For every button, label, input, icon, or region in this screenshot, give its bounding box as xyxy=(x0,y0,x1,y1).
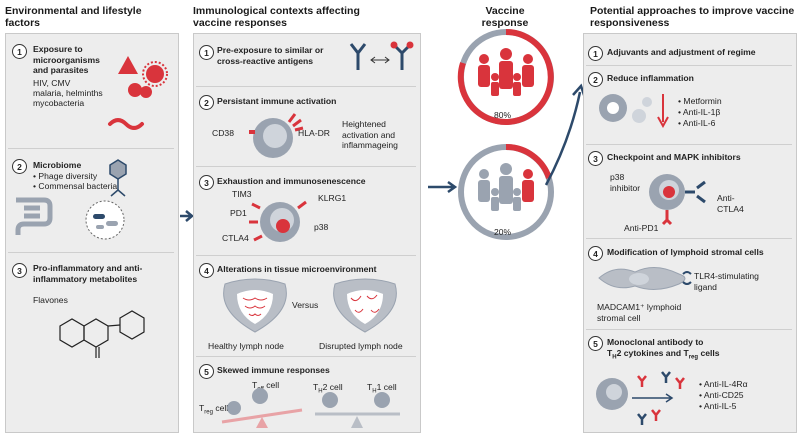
right-s4-tlr4: TLR4-stimulating ligand xyxy=(694,271,759,292)
mid-s4-title: Alterations in tissue microenvironment xyxy=(217,264,377,274)
right-s4-madcam: MADCAM1⁺ lymphoid stromal cell xyxy=(597,302,682,323)
mid-s3-klrg1: KLRG1 xyxy=(318,193,347,203)
arrow-middle-to-vaccine xyxy=(428,180,458,194)
right-divider-4 xyxy=(586,329,792,330)
mid-s3-pd1: PD1 xyxy=(230,208,247,218)
activated-cell-icon xyxy=(249,113,304,158)
left-s1-title: Exposure to microorganisms and parasites xyxy=(33,44,100,75)
bacteria-zoom-icon xyxy=(85,200,125,240)
checkpoint-cell-icon xyxy=(649,174,706,226)
left-step-1-number: 1 xyxy=(12,44,27,59)
inflammation-cells-icon xyxy=(599,94,669,129)
mid-step-1-number: 1 xyxy=(199,45,214,60)
panel-immunological xyxy=(193,33,421,433)
right-step-5-number: 5 xyxy=(588,336,603,351)
right-step-1-number: 1 xyxy=(588,46,603,61)
arrow-left-to-middle xyxy=(180,210,194,222)
left-s1-line-1: HIV, CMV xyxy=(33,78,71,88)
right-s5-title-line-2: TH2 cytokines and Treg cells xyxy=(607,348,720,361)
left-s3-sub: Flavones xyxy=(33,295,68,305)
mid-divider-2 xyxy=(196,166,416,167)
right-s3-title: Checkpoint and MAPK inhibitors xyxy=(607,152,741,162)
mid-s3-title: Exhaustion and immunosenescence xyxy=(217,176,366,186)
right-s5-item-1: Anti-IL-4Rα xyxy=(699,379,748,390)
left-divider-1 xyxy=(8,148,174,149)
left-s2-item-2: Commensal bacteria xyxy=(33,181,117,192)
left-step-2-number: 2 xyxy=(12,159,27,174)
mid-s5-treg-label: Treg cell xyxy=(199,403,229,416)
header-environmental: Environmental and lifestyle factors xyxy=(5,5,142,29)
mid-s5-title: Skewed immune responses xyxy=(217,365,330,375)
mid-s2-note: Heightened activation and inflammageing xyxy=(342,119,398,150)
right-s2-item-3: Anti-IL-6 xyxy=(678,118,715,129)
left-s2-item-1: Phage diversity xyxy=(33,171,97,182)
vaccine-bottom-percent: 20% xyxy=(494,227,512,237)
right-s2-item-1: Metformin xyxy=(678,96,721,107)
right-s4-title: Modification of lymphoid stromal cells xyxy=(607,247,764,257)
vaccine-top-percent: 80% xyxy=(494,110,512,120)
mid-divider-1 xyxy=(196,86,416,87)
right-s2-title: Reduce inflammation xyxy=(607,73,694,83)
intestine-icon xyxy=(15,197,53,235)
mid-s3-tim3: TIM3 xyxy=(232,189,252,199)
left-s2-title: Microbiome xyxy=(33,160,82,170)
mid-step-5-number: 5 xyxy=(199,364,214,379)
left-step-3-number: 3 xyxy=(12,263,27,278)
mid-divider-3 xyxy=(196,255,416,256)
right-s3-ctla4: Anti-CTLA4 xyxy=(717,193,744,214)
header-immunological: Immunological contexts affecting vaccine… xyxy=(193,5,360,29)
mid-s3-ctla4: CTLA4 xyxy=(222,233,249,243)
left-s1-line-3: mycobacteria xyxy=(33,98,85,108)
right-s2-item-2: Anti-IL-1β xyxy=(678,107,720,118)
mid-s4-disrupted: Disrupted lymph node xyxy=(319,341,403,351)
left-s1-line-2: malaria, helminths xyxy=(33,88,103,98)
antibody-cell-icon xyxy=(596,371,685,425)
mid-s5-th1-label: TH1 cell xyxy=(367,382,397,395)
stromal-cell-icon xyxy=(598,267,692,290)
right-divider-1 xyxy=(586,65,792,66)
microorganism-icons xyxy=(108,56,168,130)
left-s3-title: Pro-inflammatory and anti-inflammatory m… xyxy=(33,263,143,284)
right-step-3-number: 3 xyxy=(588,151,603,166)
mid-s1-title: Pre-exposure to similar or cross-reactiv… xyxy=(217,45,324,66)
vaccine-response-high-icon xyxy=(457,29,554,125)
flavone-structure-icon xyxy=(59,310,145,358)
right-s1-title: Adjuvants and adjustment of regime xyxy=(607,47,756,57)
mid-s4-versus: Versus xyxy=(292,300,319,310)
mid-step-2-number: 2 xyxy=(199,95,214,110)
phage-icon xyxy=(109,159,127,197)
mid-step-4-number: 4 xyxy=(199,263,214,278)
mid-s2-hladr: HLA-DR xyxy=(298,128,330,138)
mid-divider-4 xyxy=(196,356,416,357)
microbiome-icons xyxy=(15,159,127,240)
mid-s4-healthy: Healthy lymph node xyxy=(208,341,284,351)
right-s3-pd1: Anti-PD1 xyxy=(624,223,659,233)
lymph-node-icons xyxy=(223,278,397,333)
right-s5-title-line-1: Monoclonal antibody to xyxy=(607,337,704,347)
right-s3-p38: p38 inhibitor xyxy=(610,172,641,193)
left-divider-2 xyxy=(8,252,174,253)
right-s5-item-2: Anti-CD25 xyxy=(699,390,744,401)
right-s5-item-3: Anti-IL-5 xyxy=(699,401,736,412)
mid-s3-p38: p38 xyxy=(314,222,329,232)
mid-step-3-number: 3 xyxy=(199,175,214,190)
vaccine-response-low-icon xyxy=(458,143,554,240)
header-vaccine-response: Vaccine response xyxy=(481,5,529,29)
mid-s5-th2-label: TH2 cell xyxy=(313,382,343,395)
exhausted-cell-icon xyxy=(249,200,307,242)
mid-s2-title: Persistant immune activation xyxy=(217,96,337,106)
antibody-pair-icon xyxy=(349,41,414,70)
mid-s2-cd38: CD38 xyxy=(212,128,234,138)
right-step-2-number: 2 xyxy=(588,72,603,87)
right-divider-3 xyxy=(586,238,792,239)
header-potential-approaches: Potential approaches to improve vaccine … xyxy=(590,5,795,29)
right-divider-2 xyxy=(586,144,792,145)
balance-scales-icon xyxy=(221,388,400,428)
right-step-4-number: 4 xyxy=(588,246,603,261)
